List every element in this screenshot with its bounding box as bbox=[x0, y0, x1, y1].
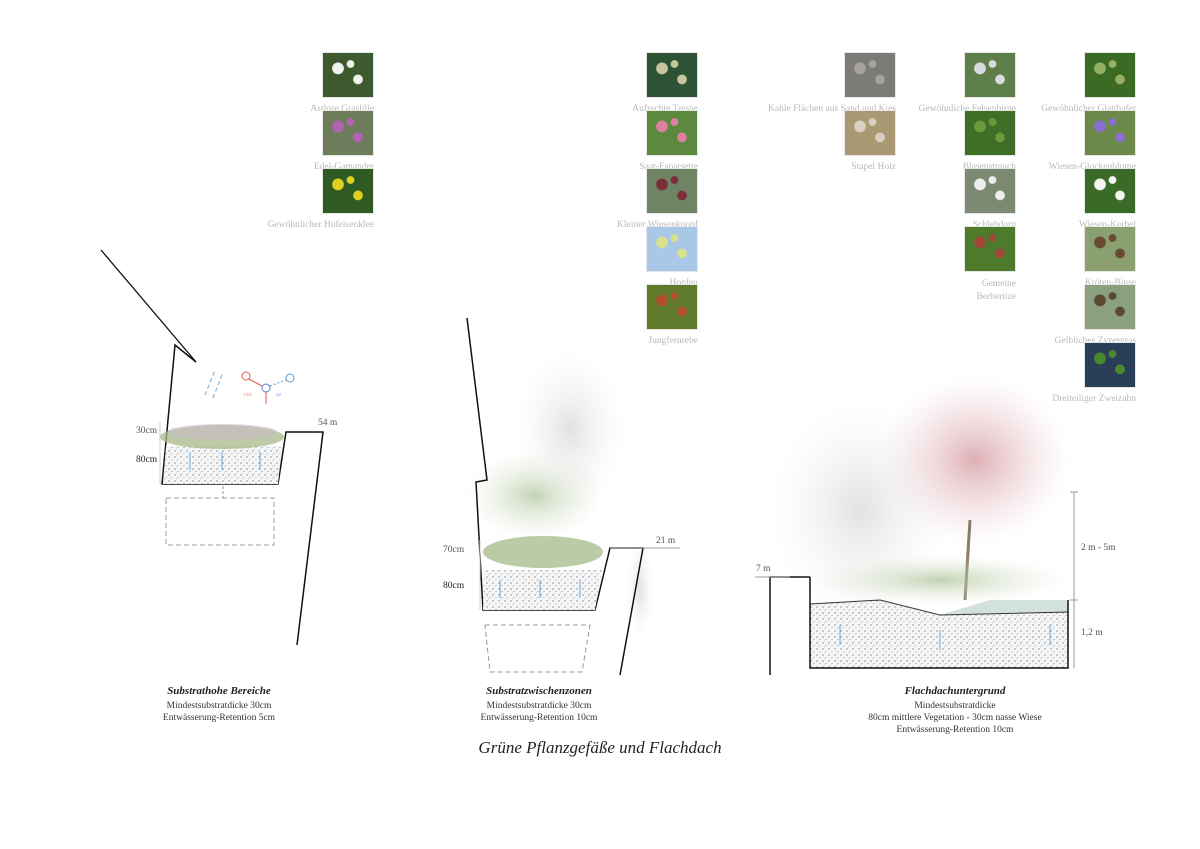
caption-line: Entwässerung-Retention 5cm bbox=[162, 713, 276, 723]
plant-photo bbox=[322, 52, 374, 98]
plant-label: Gelbliches Zypergras bbox=[1054, 336, 1136, 346]
plant-photo bbox=[844, 52, 896, 98]
s1-soil-dim: 80cm bbox=[136, 455, 158, 465]
caption-line: Mindestsubstratdicke bbox=[914, 701, 996, 711]
plant-label: Kleiner Wiesenknopf bbox=[617, 220, 698, 230]
s2-height-dim: 21 m bbox=[656, 536, 676, 546]
section-3-drawing bbox=[755, 375, 1078, 675]
page-title: Grüne Pflanzgefäße und Flachdach bbox=[478, 738, 722, 757]
section-2-drawing bbox=[465, 317, 680, 676]
plant-label: Gewöhnlicher Glatthafer bbox=[1041, 104, 1136, 114]
plant-label: Hopfen bbox=[669, 278, 699, 288]
plant-photo bbox=[1084, 284, 1136, 330]
caption-line: 80cm mittlere Vegetation - 30cm nasse Wi… bbox=[868, 713, 1042, 723]
plant-label: Kahle Flächen aus Sand und Kies bbox=[768, 104, 896, 114]
plant-label: Astlose Graslilie bbox=[310, 104, 374, 114]
plant-label: Aufrechte Trespe bbox=[632, 104, 698, 114]
plant-tile: Gelbliches Zypergras bbox=[916, 284, 1136, 347]
plant-label: Gewöhnliche Felsenbirne bbox=[918, 104, 1016, 114]
plant-tile: Wiesen-Kerbel bbox=[916, 168, 1136, 231]
caption-section-1: Substrathohe Bereiche Mindestsubstratdic… bbox=[89, 685, 349, 724]
s2-veg-dim: 70cm bbox=[443, 545, 465, 555]
plant-tile: Kleiner Wiesenknopf bbox=[478, 168, 698, 231]
plant-photo bbox=[1084, 52, 1136, 98]
plant-photo bbox=[646, 284, 698, 330]
plant-tile: Wiesen-Glockenblume bbox=[916, 110, 1136, 173]
plant-photo bbox=[1084, 168, 1136, 214]
plant-tile: Blasenstrauch bbox=[796, 110, 1016, 173]
plant-photo bbox=[964, 168, 1016, 214]
caption-line: Mindestsubstratdicke 30cm bbox=[486, 701, 592, 711]
plant-photo bbox=[844, 110, 896, 156]
s3-soil-dim: 1,2 m bbox=[1081, 628, 1103, 638]
plant-photo bbox=[646, 52, 698, 98]
plant-tile: Jungfernrebe bbox=[478, 284, 698, 347]
plant-tile: Stapel Holz bbox=[676, 110, 896, 173]
plant-tile: Astlose Graslilie bbox=[154, 52, 374, 115]
plant-photo bbox=[1084, 226, 1136, 272]
caption-title: Substratzwischenzonen bbox=[486, 685, 592, 697]
plant-photo bbox=[646, 110, 698, 156]
co2-cycle-icon bbox=[241, 371, 295, 404]
plant-label: Blasenstrauch bbox=[962, 162, 1016, 172]
plant-photo bbox=[964, 110, 1016, 156]
plant-tile: Saat-Esparsette bbox=[478, 110, 698, 173]
plant-photo bbox=[964, 52, 1016, 98]
s1-veg-dim: 30cm bbox=[136, 426, 158, 436]
caption-title: Flachdachuntergrund bbox=[904, 685, 1006, 697]
plant-photo bbox=[646, 168, 698, 214]
plant-tile: Gewöhnlicher Hufeisenklee bbox=[154, 168, 374, 231]
plant-tile: Gewöhnlicher Glatthafer bbox=[916, 52, 1136, 115]
co2-label: CO2 bbox=[244, 392, 252, 397]
plant-tile: Gewöhnliche Felsenbirne bbox=[796, 52, 1016, 115]
caption-line: Mindestsubstratdicke 30cm bbox=[166, 701, 272, 711]
plant-tile: Kahle Flächen aus Sand und Kies bbox=[676, 52, 896, 115]
caption-line: Entwässerung-Retention 10cm bbox=[480, 713, 598, 723]
plant-photo bbox=[964, 226, 1016, 272]
plant-tile: Hopfen bbox=[478, 226, 698, 289]
plant-label: Kröten-Binse bbox=[1084, 278, 1136, 288]
s2-soil-dim: 80cm bbox=[443, 581, 465, 591]
plant-label: Gemeine Berberitze bbox=[976, 279, 1016, 302]
plant-label: Gewöhnlicher Hufeisenklee bbox=[267, 220, 374, 230]
plant-label: Saat-Esparsette bbox=[639, 162, 698, 172]
plant-tile: Kröten-Binse bbox=[916, 226, 1136, 289]
caption-section-2: Substratzwischenzonen Mindestsubstratdic… bbox=[409, 685, 669, 724]
plant-label: Jungfernrebe bbox=[648, 336, 698, 346]
s3-veg-dim: 2 m - 5m bbox=[1081, 543, 1116, 553]
plant-photo bbox=[1084, 110, 1136, 156]
plant-tile: Edel-Gamander bbox=[154, 110, 374, 173]
water-arrows bbox=[189, 369, 261, 470]
plant-tile: Dreiteiliger Zweizahn bbox=[916, 342, 1136, 405]
plant-label: Schlehdorn bbox=[972, 220, 1016, 230]
plant-photo bbox=[322, 168, 374, 214]
plant-label: Edel-Gamander bbox=[313, 162, 374, 172]
plant-photo bbox=[1084, 342, 1136, 388]
plant-tile: Gemeine Berberitze bbox=[796, 226, 1016, 304]
plant-photo bbox=[322, 110, 374, 156]
o2-label: O2 bbox=[276, 392, 281, 397]
caption-title: Substrathohe Bereiche bbox=[167, 685, 271, 697]
caption-line: Entwässerung-Retention 10cm bbox=[896, 725, 1014, 735]
plant-label: Stapel Holz bbox=[851, 162, 896, 172]
plant-label: Wiesen-Glockenblume bbox=[1048, 162, 1136, 172]
plant-photo bbox=[646, 226, 698, 272]
plant-label: Wiesen-Kerbel bbox=[1078, 220, 1136, 230]
plant-tile: Schlehdorn bbox=[796, 168, 1016, 231]
plant-tile: Aufrechte Trespe bbox=[478, 52, 698, 115]
section-1-drawing: CO2 O2 bbox=[100, 249, 324, 646]
caption-section-3: Flachdachuntergrund Mindestsubstratdicke… bbox=[825, 685, 1085, 736]
s1-height-dim: 54 m bbox=[318, 418, 338, 428]
s3-height-dim: 7 m bbox=[756, 564, 771, 574]
plant-label: Dreiteiliger Zweizahn bbox=[1052, 394, 1136, 404]
